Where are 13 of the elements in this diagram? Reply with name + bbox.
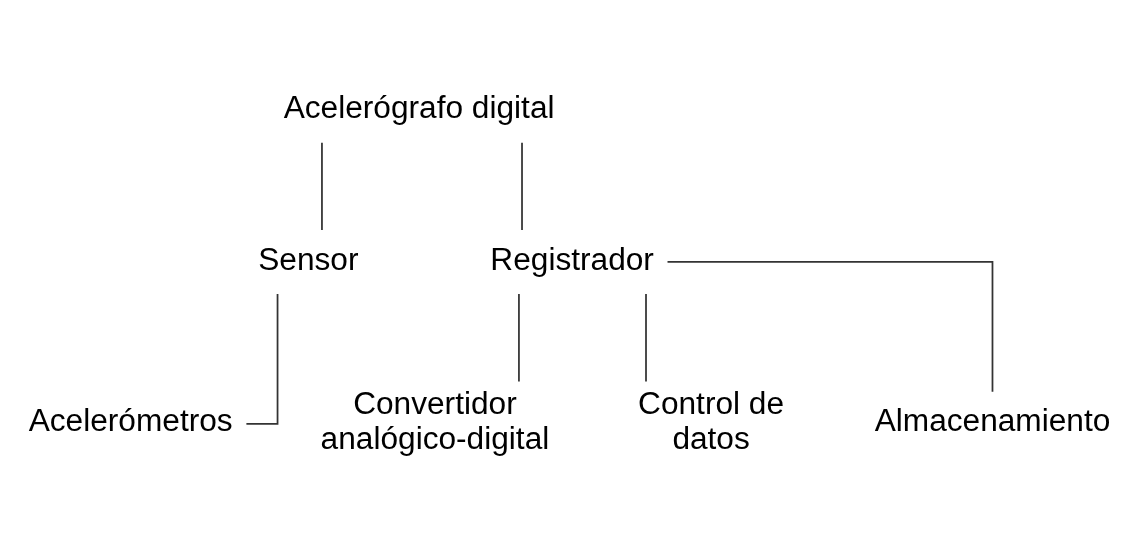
node-text: Acelerógrafo digital (283, 88, 555, 125)
connector (518, 292, 520, 382)
node-text: Almacenamiento (874, 401, 1111, 438)
node-text: Registrador (490, 240, 654, 277)
connector (645, 292, 647, 382)
connector (666, 260, 994, 393)
connector (521, 141, 523, 231)
connector (245, 292, 279, 425)
node-text: Sensor (258, 240, 359, 277)
node-text: Convertidor analógico-digital (320, 384, 550, 456)
connector (321, 141, 323, 231)
node-text: Acelerómetros (28, 401, 233, 438)
node-text: Control de datos (638, 384, 785, 456)
